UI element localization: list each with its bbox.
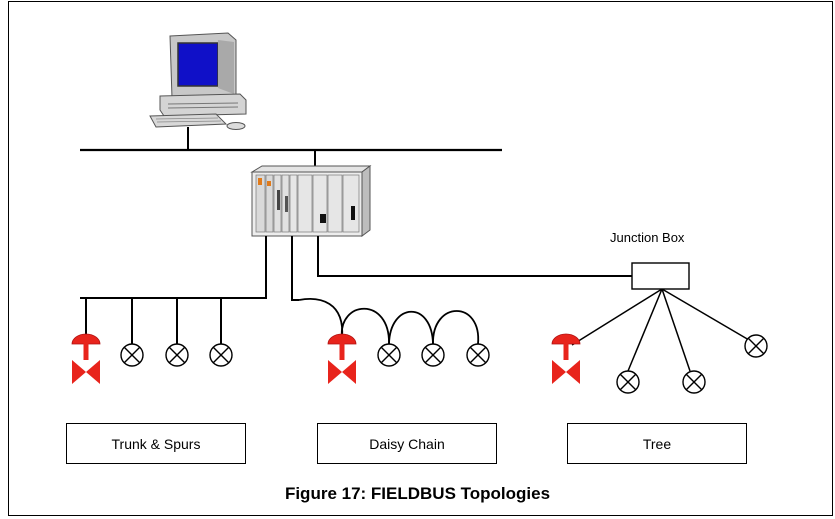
instrument-icon — [616, 370, 640, 394]
computer-workstation-icon — [149, 32, 247, 150]
junction-box — [631, 262, 690, 290]
instrument-icon — [744, 334, 768, 358]
junction-box-label: Junction Box — [610, 230, 685, 245]
daisy-chain-network — [291, 236, 490, 385]
instrument-icon — [466, 343, 490, 367]
tree-network — [317, 236, 768, 394]
instrument-icon — [209, 343, 233, 367]
instrument-icon — [421, 343, 445, 367]
trunk-and-spurs-label: Trunk & Spurs — [66, 423, 246, 464]
tree-label: Tree — [567, 423, 747, 464]
instrument-icon — [120, 343, 144, 367]
instrument-icon — [682, 370, 706, 394]
figure-frame — [8, 1, 833, 516]
daisy-chain-label: Daisy Chain — [317, 423, 497, 464]
trunk-and-spurs-network — [71, 236, 267, 385]
instrument-icon — [377, 343, 401, 367]
figure-caption: Figure 17: FIELDBUS Topologies — [284, 484, 551, 503]
control-valve-icon — [551, 333, 581, 385]
control-valve-icon — [71, 333, 101, 385]
control-valve-icon — [327, 333, 357, 385]
controller-rack-icon — [250, 165, 372, 237]
instrument-icon — [165, 343, 189, 367]
